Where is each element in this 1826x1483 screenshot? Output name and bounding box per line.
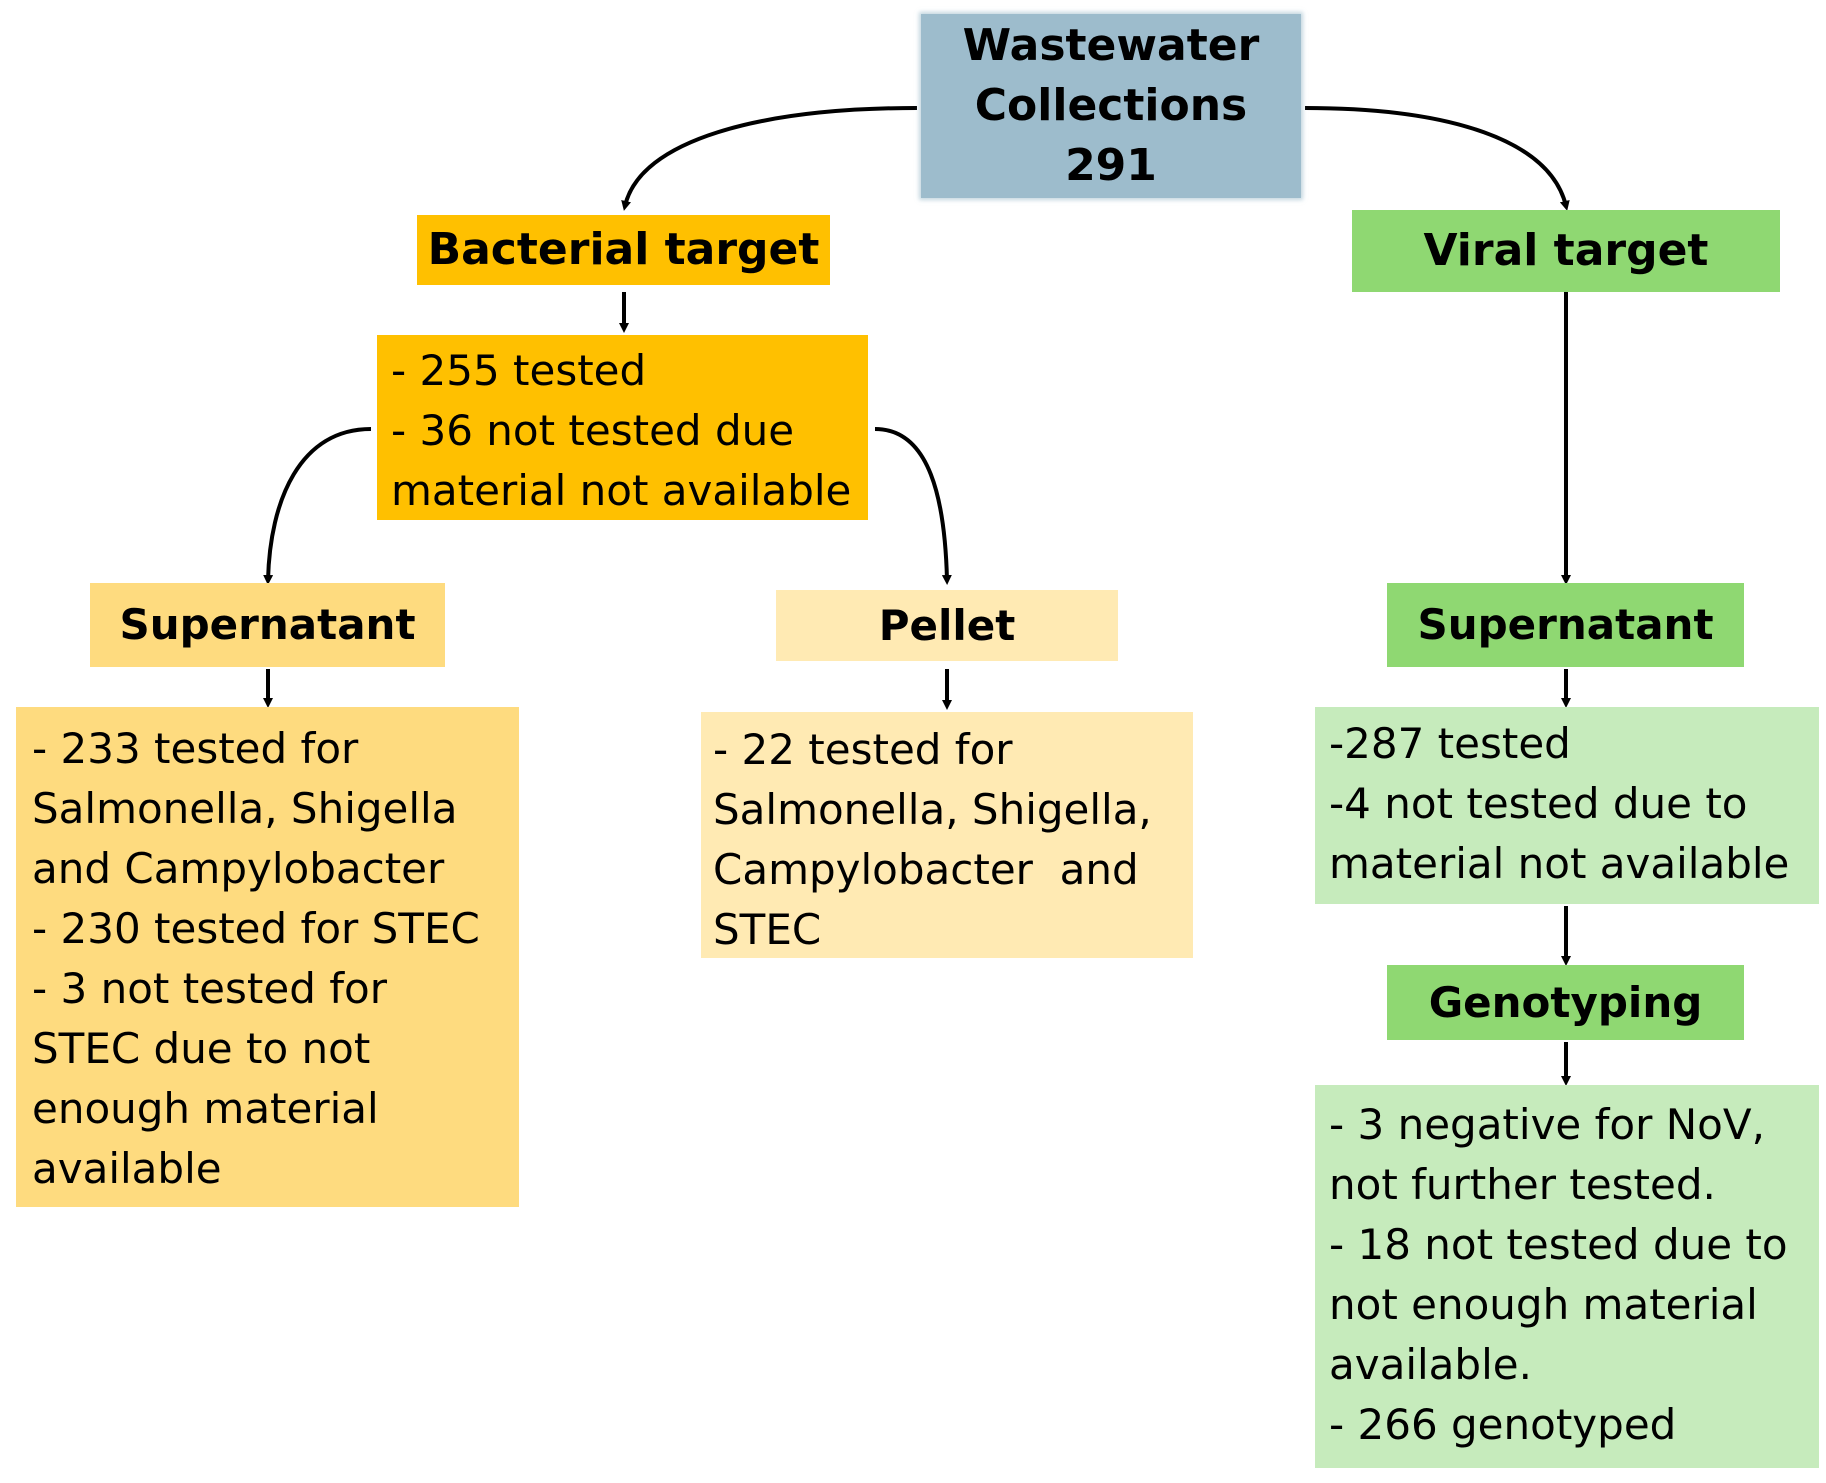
viral-target-box: Viral target — [1352, 210, 1780, 292]
bacterial-supernatant-detail-line: STEC due to not — [32, 1024, 371, 1073]
genotyping-detail-line: available. — [1329, 1340, 1532, 1389]
bacterial-detail-line: - 255 tested — [391, 346, 647, 395]
bacterial-supernatant-detail-box: - 233 tested for Salmonella, Shigella an… — [16, 707, 519, 1207]
bacterial-target-title: Bacterial target — [427, 224, 820, 275]
genotyping-detail-line: - 3 negative for NoV, — [1329, 1100, 1765, 1149]
detail-to-pellet-arrow — [874, 427, 952, 585]
bacterial-target-box: Bacterial target — [417, 215, 830, 285]
root-line-2: Collections — [974, 80, 1248, 131]
viral-supernatant-detail-line: material not available — [1329, 839, 1790, 888]
root-to-viral-arrow — [1304, 106, 1570, 211]
detail-to-supernatant-arrow — [263, 427, 372, 585]
genotyping-box: Genotyping — [1387, 965, 1744, 1040]
viral-supernatant-title: Supernatant — [1417, 600, 1714, 649]
viral-supernatant-box: Supernatant — [1387, 583, 1744, 667]
bacterial-supernatant-detail-line: - 230 tested for STEC — [32, 904, 480, 953]
pellet-detail-line: Campylobacter and — [713, 845, 1139, 894]
wastewater-collections-box: Wastewater Collections 291 — [921, 14, 1301, 198]
genotyping-detail-line: not enough material — [1329, 1280, 1758, 1329]
genotyping-detail-box: - 3 negative for NoV, not further tested… — [1315, 1085, 1819, 1468]
pellet-detail-line: STEC — [713, 905, 822, 954]
bacterial-supernatant-detail-line: - 3 not tested for — [32, 964, 387, 1013]
root-line-1: Wastewater — [962, 20, 1260, 71]
genotyping-detail-line: - 266 genotyped — [1329, 1400, 1677, 1449]
genotyping-title: Genotyping — [1428, 977, 1703, 1027]
pellet-detail-box: - 22 tested for Salmonella, Shigella, Ca… — [701, 712, 1193, 958]
bacterial-supernatant-detail-line: - 233 tested for — [32, 724, 359, 773]
viral-supernatant-detail-box: -287 tested -4 not tested due to materia… — [1315, 707, 1819, 904]
pellet-detail-line: Salmonella, Shigella, — [713, 785, 1152, 834]
genotyping-detail-line: - 18 not tested due to — [1329, 1220, 1788, 1269]
pellet-detail-line: - 22 tested for — [713, 725, 1013, 774]
root-to-bacterial-arrow — [621, 106, 918, 211]
viral-supernatant-detail-line: -287 tested — [1329, 719, 1571, 768]
bacterial-detail-line: material not available — [391, 466, 852, 515]
root-line-3: 291 — [1065, 140, 1157, 191]
bacterial-detail-box: - 255 tested - 36 not tested due materia… — [377, 335, 868, 520]
bacterial-supernatant-detail-line: and Campylobacter — [32, 844, 445, 893]
bacterial-supernatant-detail-line: Salmonella, Shigella — [32, 784, 458, 833]
viral-supernatant-detail-line: -4 not tested due to — [1329, 779, 1748, 828]
bacterial-supernatant-box: Supernatant — [90, 583, 445, 667]
bacterial-supernatant-title: Supernatant — [119, 600, 416, 649]
pellet-title: Pellet — [878, 600, 1016, 650]
bacterial-detail-line: - 36 not tested due — [391, 406, 795, 455]
genotyping-detail-line: not further tested. — [1329, 1160, 1716, 1209]
viral-target-title: Viral target — [1423, 225, 1709, 276]
bacterial-supernatant-detail-line: enough material — [32, 1084, 379, 1133]
pellet-box: Pellet — [776, 590, 1118, 661]
bacterial-supernatant-detail-line: available — [32, 1144, 222, 1193]
